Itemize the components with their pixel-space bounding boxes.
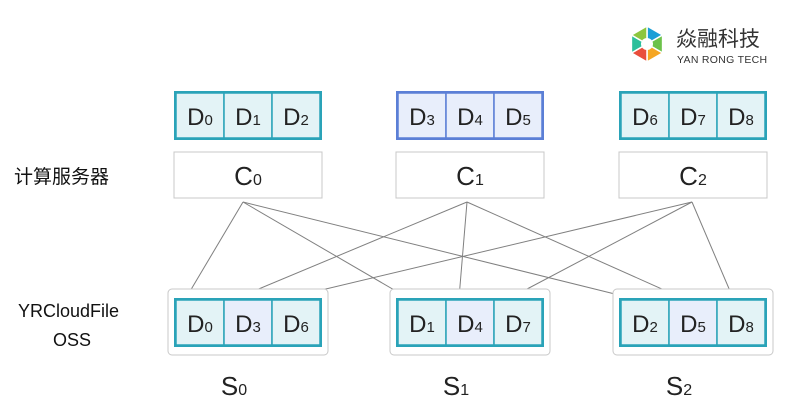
distribution-arrow (236, 201, 468, 299)
chunk-label: D6 (283, 311, 309, 338)
brand-name-cn: 焱融科技 (676, 27, 760, 51)
chunk-label: D1 (409, 311, 435, 338)
data-chunk: D4 (445, 92, 495, 139)
data-chunk: D3 (397, 92, 447, 139)
chunk-label: D3 (235, 311, 261, 338)
chunk-label: D8 (728, 311, 754, 338)
distribution-arrow (242, 201, 632, 300)
compute-node-box (173, 151, 323, 199)
distribution-arrow (185, 201, 244, 299)
distribution-arrow (691, 201, 734, 299)
chunk-group-border (396, 298, 544, 347)
chunk-group-border (396, 91, 544, 140)
chunk-label: D3 (409, 104, 435, 131)
distribution-arrow (509, 201, 693, 299)
chunk-label: D0 (187, 311, 213, 338)
data-chunk: D1 (397, 299, 447, 346)
compute-node-label: C1 (456, 161, 484, 191)
chunk-cell (493, 299, 543, 346)
data-chunk: D2 (620, 299, 670, 346)
chunk-label: D2 (283, 104, 309, 131)
data-chunk: D6 (620, 92, 670, 139)
compute-node-label: C2 (679, 161, 707, 191)
distribution-arrow (466, 201, 683, 299)
chunk-cell (716, 92, 766, 139)
data-chunk: D3 (223, 299, 273, 346)
distribution-arrow (287, 201, 693, 300)
distribution-arrow (242, 201, 409, 299)
distribution-arrow (455, 201, 468, 299)
chunk-group-border (174, 298, 322, 347)
data-chunk: D2 (271, 92, 321, 139)
chunk-label: D2 (632, 311, 658, 338)
storage-row-label-line2: OSS (53, 330, 91, 350)
data-chunk: D7 (668, 92, 718, 139)
data-chunk: D4 (445, 299, 495, 346)
chunk-label: D1 (235, 104, 261, 131)
chunk-label: D4 (457, 311, 483, 338)
compute-node-box (395, 151, 545, 199)
brand-name-en: YAN RONG TECH (677, 54, 767, 66)
compute-node-box (618, 151, 768, 199)
data-chunk: D8 (716, 92, 766, 139)
storage-row-label-line1: YRCloudFile (18, 301, 119, 321)
chunk-group-border (619, 91, 767, 140)
chunk-label: D5 (505, 104, 531, 131)
chunk-label: D7 (680, 104, 706, 131)
storage-node-label: S2 (666, 371, 692, 401)
data-chunk: D5 (493, 92, 543, 139)
arrow-layer (185, 201, 734, 300)
compute-node-label: C0 (234, 161, 262, 191)
chunk-label: D7 (505, 311, 531, 338)
data-chunk: D8 (716, 299, 766, 346)
chunk-group-border (619, 298, 767, 347)
brand-logo: 焱融科技 YAN RONG TECH (629, 24, 767, 66)
data-chunk: D7 (493, 299, 543, 346)
chunk-label: D8 (728, 104, 754, 131)
compute-row-label: 计算服务器 (14, 166, 109, 188)
storage-node-label: S1 (443, 371, 469, 401)
chunk-cell (716, 299, 766, 346)
chunk-label: D4 (457, 104, 483, 131)
data-chunk: D6 (271, 299, 321, 346)
logo-mark-icon (629, 24, 665, 64)
chunk-label: D0 (187, 104, 213, 131)
storage-node-label: S0 (221, 371, 247, 401)
chunk-cell (223, 299, 273, 346)
data-chunk: D0 (175, 92, 225, 139)
data-chunk: D1 (223, 92, 273, 139)
data-chunk: D0 (175, 299, 225, 346)
data-chunk: D5 (668, 299, 718, 346)
chunk-group-border (174, 91, 322, 140)
chunk-cell (175, 299, 225, 346)
chunk-label: D6 (632, 104, 658, 131)
chunk-label: D5 (680, 311, 706, 338)
logo-center-icon (641, 38, 653, 50)
